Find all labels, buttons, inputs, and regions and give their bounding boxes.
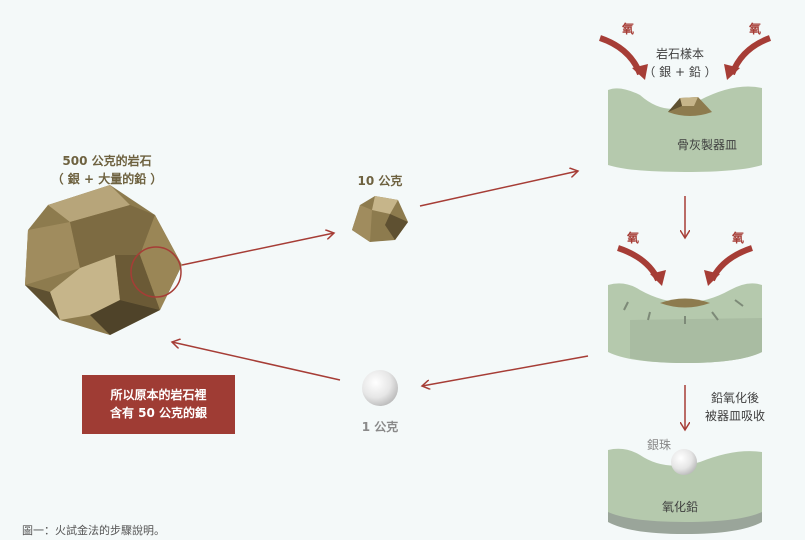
sample-highlight-circle bbox=[130, 246, 182, 298]
arrow-dish-to-silver bbox=[422, 355, 589, 386]
silver-bead-label: 銀珠 bbox=[647, 438, 672, 452]
silver-ball bbox=[362, 370, 398, 406]
dish-sample-label-line1: 岩石樣本 bbox=[655, 47, 704, 61]
absorption-note-line2: 被器皿吸收 bbox=[704, 409, 765, 423]
absorption-note: 鉛氧化後 被器皿吸收 bbox=[695, 389, 775, 425]
absorption-note-line1: 鉛氧化後 bbox=[710, 391, 759, 405]
oxygen-label-2-left: 氧 bbox=[627, 231, 640, 245]
cupel-dish-3 bbox=[608, 448, 762, 534]
figure-caption: 圖一：火試金法的步驟說明。 bbox=[22, 524, 165, 537]
result-box: 所以原本的岩石裡 含有 50 公克的銀 bbox=[82, 375, 235, 434]
large-rock-label-line1: 500 公克的岩石 bbox=[62, 154, 152, 168]
silver-bead bbox=[671, 449, 697, 475]
small-rock-label: 10 公克 bbox=[357, 174, 403, 188]
arrow-silver-to-rock bbox=[172, 342, 341, 381]
bone-ash-dish-label: 骨灰製器皿 bbox=[677, 138, 738, 152]
cupel-dish-1 bbox=[608, 86, 762, 172]
oxygen-label-2-right: 氧 bbox=[732, 231, 745, 245]
arrow-rock-to-sample bbox=[181, 233, 334, 266]
dish-sample-label: 岩石樣本 （ 銀 + 鉛 ） bbox=[640, 45, 720, 81]
dish-sample-label-line2: （ 銀 + 鉛 ） bbox=[643, 65, 717, 79]
small-rock bbox=[352, 196, 408, 242]
lead-oxide-label: 氧化鉛 bbox=[662, 500, 699, 514]
oxygen-label-1-right: 氧 bbox=[749, 22, 762, 36]
arrow-sample-to-dish bbox=[419, 171, 578, 207]
result-line1: 所以原本的岩石裡 bbox=[110, 388, 207, 402]
silver-weight-label: 1 公克 bbox=[361, 420, 399, 434]
oxygen-label-1-left: 氧 bbox=[622, 22, 635, 36]
cupel-dish-2 bbox=[608, 283, 762, 363]
result-line2: 含有 50 公克的銀 bbox=[109, 406, 208, 420]
large-rock bbox=[25, 185, 182, 335]
large-rock-label-line2: （ 銀 + 大量的鉛 ） bbox=[51, 172, 163, 186]
large-rock-label: 500 公克的岩石 （ 銀 + 大量的鉛 ） bbox=[22, 152, 192, 188]
